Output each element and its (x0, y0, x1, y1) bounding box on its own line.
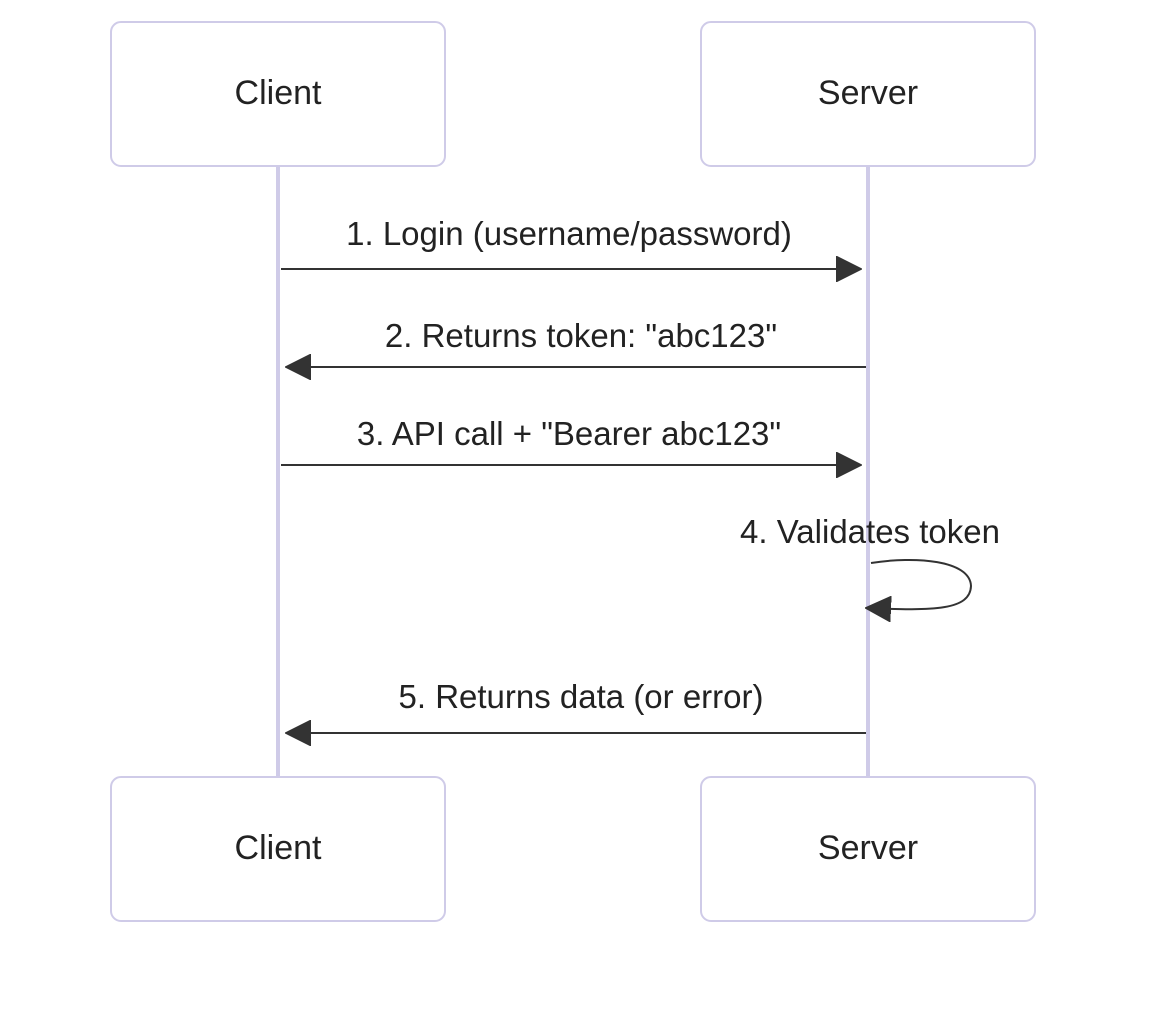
actor-top-client: Client (110, 21, 446, 167)
message-4-arrow (867, 558, 973, 609)
actor-top-server-label: Server (818, 74, 918, 112)
message-5-label: 5. Returns data (or error) (399, 678, 764, 715)
message-4-label: 4. Validates token (740, 513, 1000, 550)
message-4: 4. Validates token (740, 513, 1000, 609)
message-1-label: 1. Login (username/password) (346, 215, 792, 252)
message-5: 5. Returns data (or error) (287, 678, 866, 733)
message-3: 3. API call + "Bearer abc123" (281, 415, 860, 465)
actor-bottom-client-label: Client (235, 829, 322, 867)
message-2: 2. Returns token: "abc123" (287, 317, 866, 367)
actor-top-client-label: Client (235, 74, 322, 112)
actor-bottom-client: Client (110, 776, 446, 922)
actor-top-server: Server (700, 21, 1036, 167)
actor-bottom-server: Server (700, 776, 1036, 922)
message-1: 1. Login (username/password) (281, 215, 860, 269)
actor-bottom-server-label: Server (818, 829, 918, 867)
message-2-label: 2. Returns token: "abc123" (385, 317, 777, 354)
message-3-label: 3. API call + "Bearer abc123" (357, 415, 781, 452)
